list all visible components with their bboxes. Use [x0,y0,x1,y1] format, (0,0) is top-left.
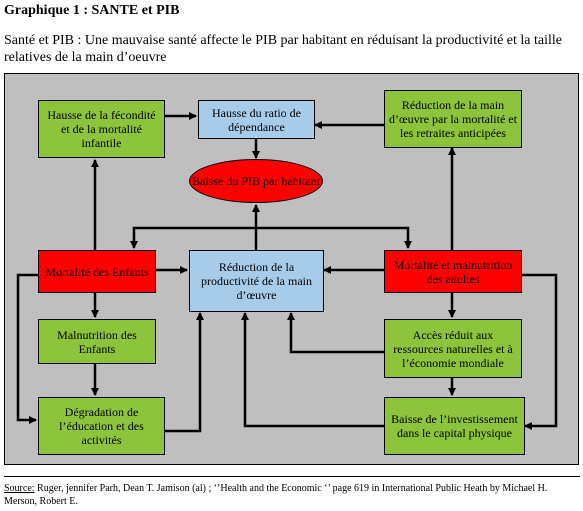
arrow-acces-productivite [287,312,384,354]
source-note: Source: Ruger, jennifer Parh, Dean T. Ja… [4,482,580,508]
box-mortalite-enfants: Mortalité des Enfants [38,250,156,293]
box-fecondite: Hausse de la fécondité et de la mortalit… [38,100,165,158]
source-text: Ruger, jennifer Parh, Dean T. Jamison (a… [4,483,548,507]
page-title: Graphique 1 : SANTE et PIB [4,3,180,18]
box-mortalite-adultes: Mortalité et malnutrition des adultes [384,250,522,293]
ellipse-baisse-pib: Baisse du PIB par habitant [189,159,323,203]
box-acces-ressources: Accès réduit aux ressources naturelles e… [384,319,522,378]
box-reduction-main-oeuvre: Réduction de la main d’œuvre par la mort… [384,90,522,148]
box-malnutrition-enfants: Malnutrition des Enfants [38,319,156,364]
arrow-enfants-education-outer [16,273,38,424]
box-productivite: Réduction de la productivité de la main … [189,250,324,312]
box-education: Dégradation de l’éducation et des activi… [38,397,165,455]
arrow-adultes-investissement-outer [522,273,558,430]
arrow-fork-adultes [256,226,412,249]
source-divider [4,476,580,477]
box-investissement: Baisse de l’investissement dans le capit… [384,397,525,455]
source-label: Source: [4,483,35,494]
arrow-education-productivite [165,312,204,433]
arrow-investissement-productivite [241,312,384,428]
arrow-fork-enfants [130,226,256,249]
page-subtitle: Santé et PIB : Une mauvaise santé affect… [4,33,562,65]
box-ratio-dependance: Hausse du ratio de dépendance [198,100,315,139]
